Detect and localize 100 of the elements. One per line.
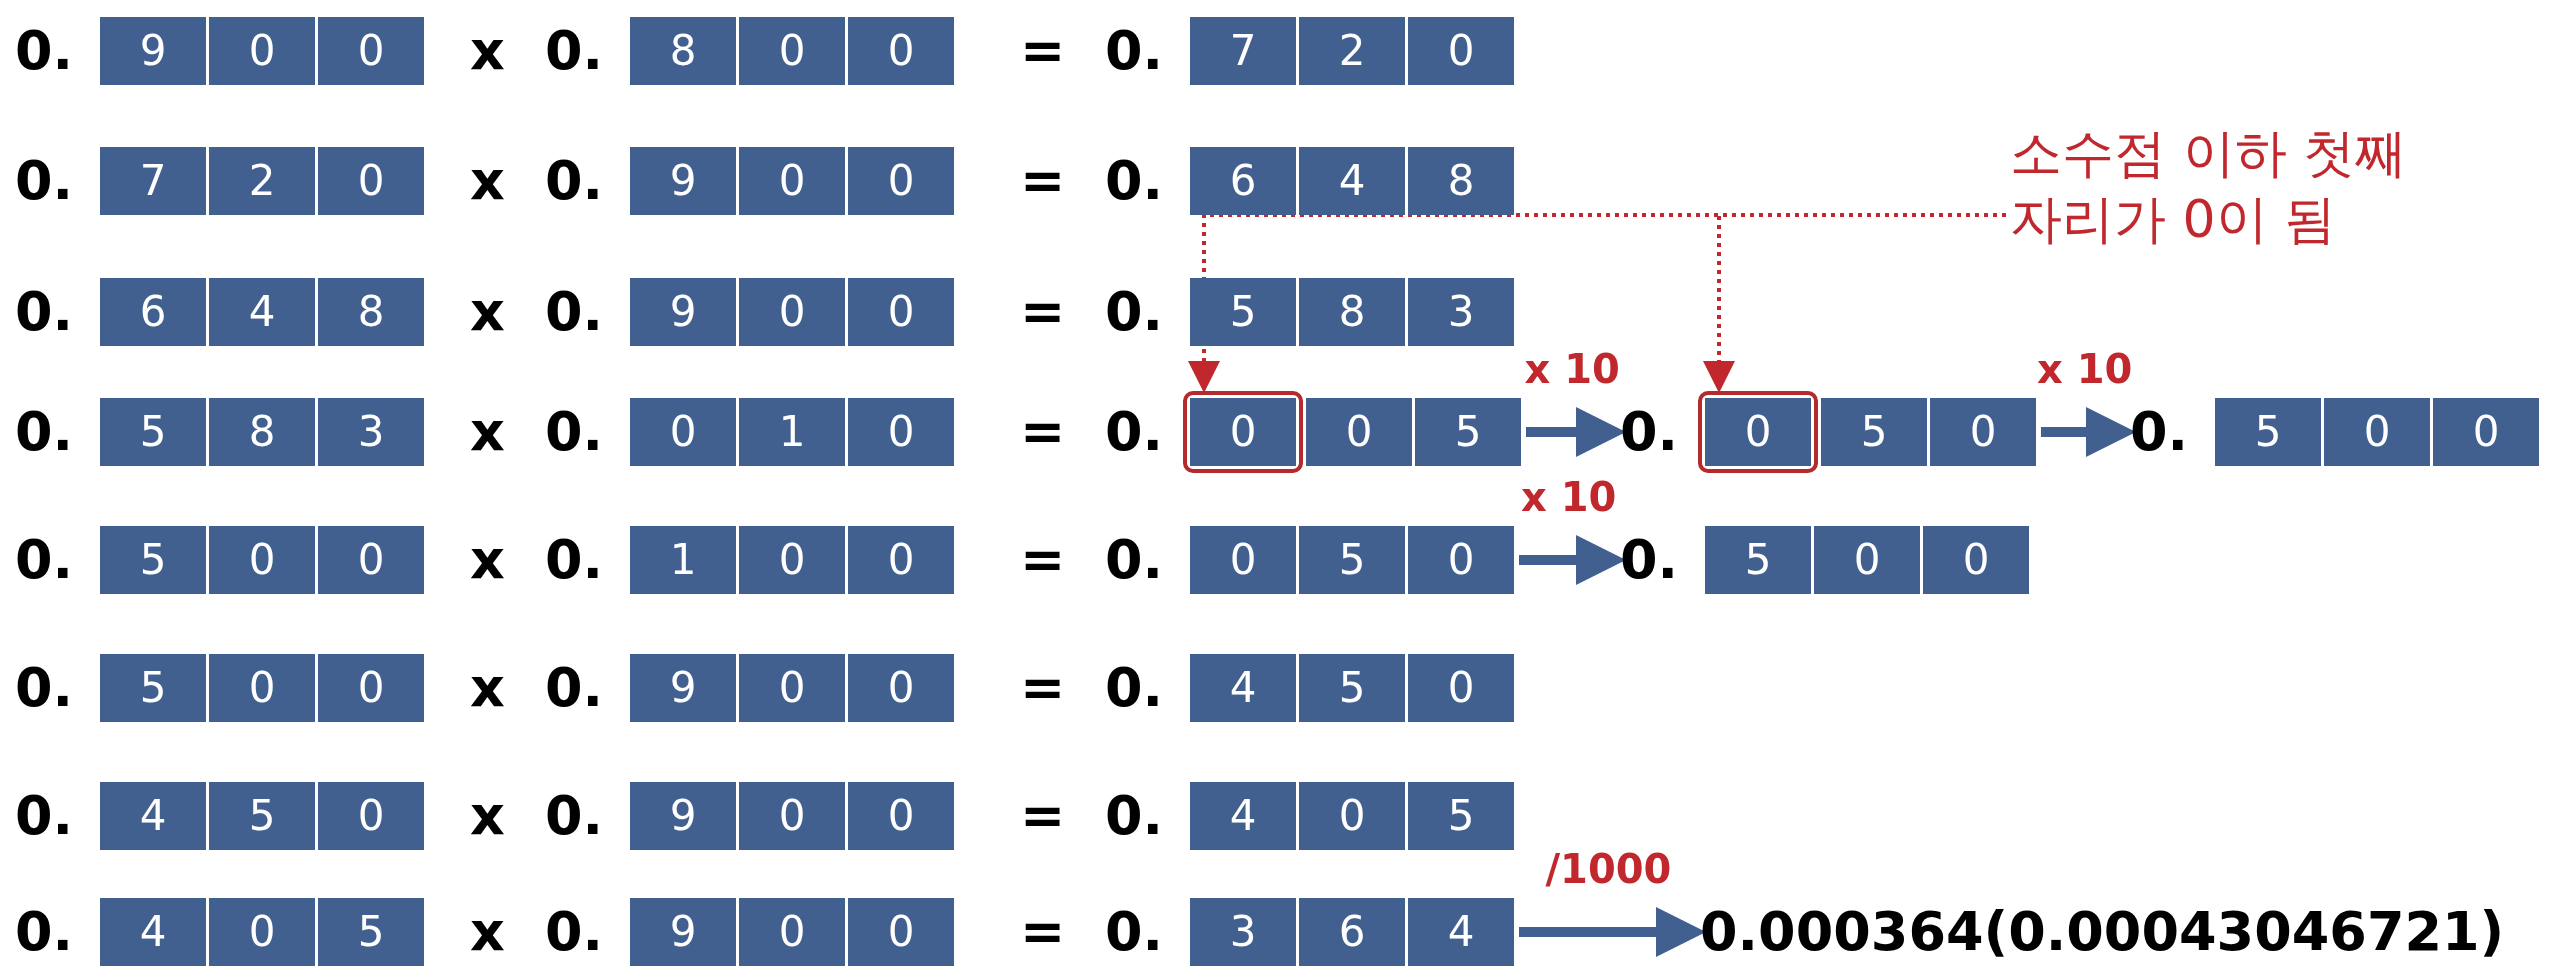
decimal-prefix: 0. [15,279,75,345]
digit-cell: 0 [1190,398,1296,466]
decimal-prefix: 0. [1105,899,1165,965]
digit-cell: 0 [739,147,845,215]
digit-cell: 0 [1814,526,1920,594]
digit-cell: 8 [209,398,315,466]
decimal-prefix: 0. [1105,783,1165,849]
decimal-prefix: 0. [15,527,75,593]
operator-sign: = [1020,18,1066,84]
operator-sign: x [470,527,505,593]
digit-cell: 0 [848,654,954,722]
digit-cell: 0 [848,898,954,966]
digit-cell: 8 [1299,278,1405,346]
digit-cell: 3 [1408,278,1514,346]
decimal-prefix: 0. [15,148,75,214]
digit-cell: 4 [1299,147,1405,215]
decimal-prefix: 0. [15,783,75,849]
decimal-prefix: 0. [545,148,605,214]
operator-sign: = [1020,279,1066,345]
operator-sign: = [1020,783,1066,849]
decimal-prefix: 0. [1105,148,1165,214]
digit-cell: 9 [630,654,736,722]
decimal-prefix: 0. [545,527,605,593]
digit-cell: 4 [100,898,206,966]
decimal-prefix: 0. [545,899,605,965]
digit-cell: 4 [100,782,206,850]
digit-cell: 0 [630,398,736,466]
digit-cell: 0 [318,147,424,215]
digit-cell: 0 [739,278,845,346]
callout-note: 소수점 이하 첫째 자리가 0이 됨 [2010,120,2440,252]
digit-cell: 9 [630,898,736,966]
operator-sign: x [470,399,505,465]
digit-cell: 8 [318,278,424,346]
digit-cell: 5 [1408,782,1514,850]
digit-cell: 5 [1705,526,1811,594]
operator-sign: x [470,899,505,965]
digit-cell: 5 [1821,398,1927,466]
decimal-prefix: 0. [545,399,605,465]
digit-cell: 0 [848,147,954,215]
leader-line [1703,213,2006,393]
digit-cell: 5 [1299,526,1405,594]
digit-cell: 5 [1190,278,1296,346]
digit-cell: 0 [318,654,424,722]
digit-cell: 5 [318,898,424,966]
digit-cell: 0 [848,278,954,346]
digit-cell: 0 [209,898,315,966]
digit-cell: 8 [630,17,736,85]
decimal-prefix: 0. [1105,279,1165,345]
digit-cell: 5 [1299,654,1405,722]
digit-cell: 0 [1408,654,1514,722]
operator-sign: = [1020,899,1066,965]
operator-sign: = [1020,527,1066,593]
digit-cell: 5 [100,526,206,594]
digit-cell: 0 [739,782,845,850]
operator-sign: x [470,655,505,721]
digit-cell: 4 [209,278,315,346]
operator-sign: = [1020,655,1066,721]
digit-cell: 0 [739,898,845,966]
decimal-prefix: 0. [2130,399,2190,465]
digit-cell: 0 [318,526,424,594]
digit-cell: 8 [1408,147,1514,215]
digit-cell: 0 [318,782,424,850]
digit-cell: 1 [630,526,736,594]
digit-cell: 5 [100,654,206,722]
decimal-prefix: 0. [545,279,605,345]
decimal-prefix: 0. [1105,527,1165,593]
digit-cell: 6 [1190,147,1296,215]
digit-cell: 7 [100,147,206,215]
digit-cell: 0 [1705,398,1811,466]
decimal-prefix: 0. [1620,527,1680,593]
digit-cell: 0 [318,17,424,85]
digit-cell: 0 [1408,17,1514,85]
operator-sign: x [470,279,505,345]
digit-cell: 3 [318,398,424,466]
digit-cell: 0 [209,526,315,594]
digit-cell: 6 [1299,898,1405,966]
digit-cell: 0 [1299,782,1405,850]
digit-cell: 5 [100,398,206,466]
decimal-prefix: 0. [15,655,75,721]
digit-cell: 4 [1190,782,1296,850]
digit-cell: 2 [209,147,315,215]
digit-cell: 1 [739,398,845,466]
digit-cell: 0 [848,526,954,594]
operator-sign: x [470,148,505,214]
operator-sign: = [1020,399,1066,465]
digit-cell: 5 [2215,398,2321,466]
decimal-prefix: 0. [15,18,75,84]
result-text: 0.000364(0.00043046721) [1700,898,2505,966]
operator-sign: x [470,18,505,84]
decimal-prefix: 0. [15,399,75,465]
digit-cell: 0 [1923,526,2029,594]
digit-cell: 9 [630,147,736,215]
digit-cell: 0 [739,526,845,594]
digit-cell: 0 [209,17,315,85]
digit-cell: 2 [1299,17,1405,85]
decimal-prefix: 0. [1105,399,1165,465]
digit-cell: 0 [848,782,954,850]
digit-cell: 0 [848,17,954,85]
operator-sign: = [1020,148,1066,214]
decimal-prefix: 0. [1620,399,1680,465]
